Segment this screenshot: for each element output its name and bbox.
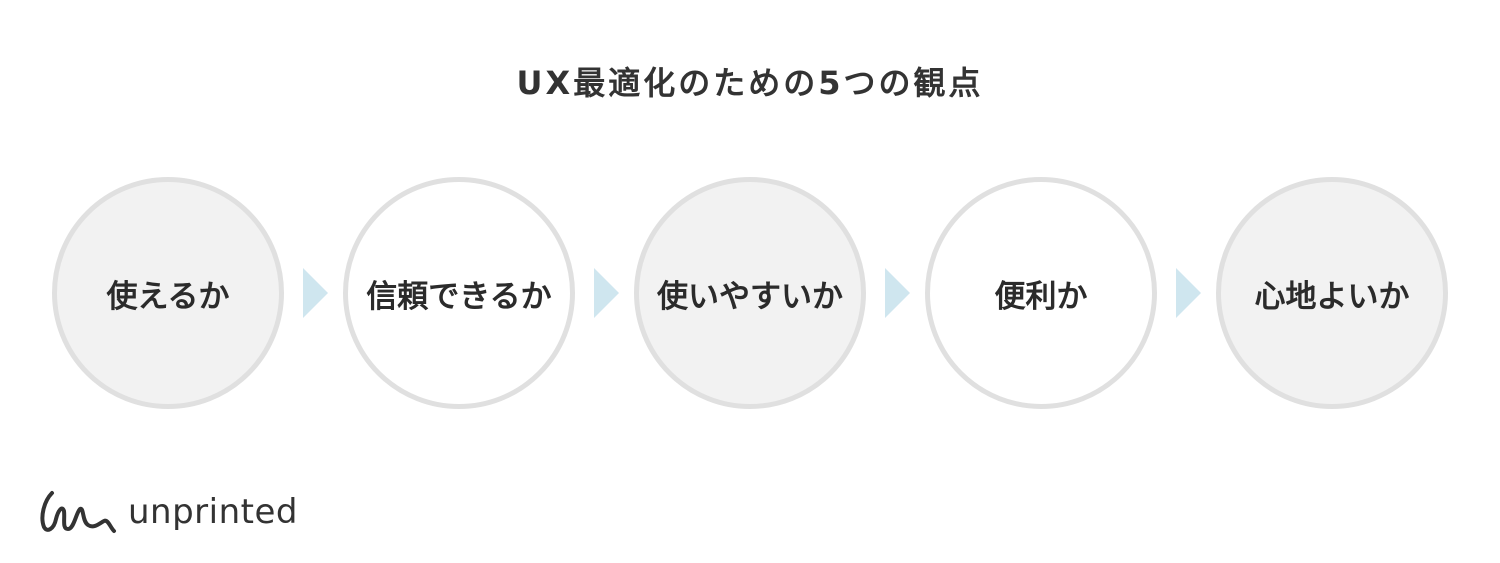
step-label: 便利か bbox=[994, 278, 1088, 315]
step-circle-4: 便利か bbox=[925, 177, 1157, 409]
diagram-title: UX最適化のための5つの観点 bbox=[516, 64, 984, 102]
step-circle-2: 信頼できるか bbox=[343, 177, 575, 409]
arrow-right-icon bbox=[594, 268, 619, 318]
step-circle-1: 使えるか bbox=[52, 177, 284, 409]
logo-text: unprinted bbox=[128, 492, 298, 532]
arrow-right-icon bbox=[1176, 268, 1201, 318]
step-label: 使えるか bbox=[106, 278, 230, 315]
step-circle-3: 使いやすいか bbox=[634, 177, 866, 409]
brand-logo: unprinted bbox=[38, 487, 298, 537]
arrow-right-icon bbox=[885, 268, 910, 318]
step-circle-5: 心地よいか bbox=[1216, 177, 1448, 409]
step-label: 信頼できるか bbox=[366, 278, 552, 315]
arrow-right-icon bbox=[303, 268, 328, 318]
logo-script-icon bbox=[40, 491, 116, 533]
step-label: 心地よいか bbox=[1254, 278, 1410, 315]
step-label: 使いやすいか bbox=[657, 278, 843, 315]
